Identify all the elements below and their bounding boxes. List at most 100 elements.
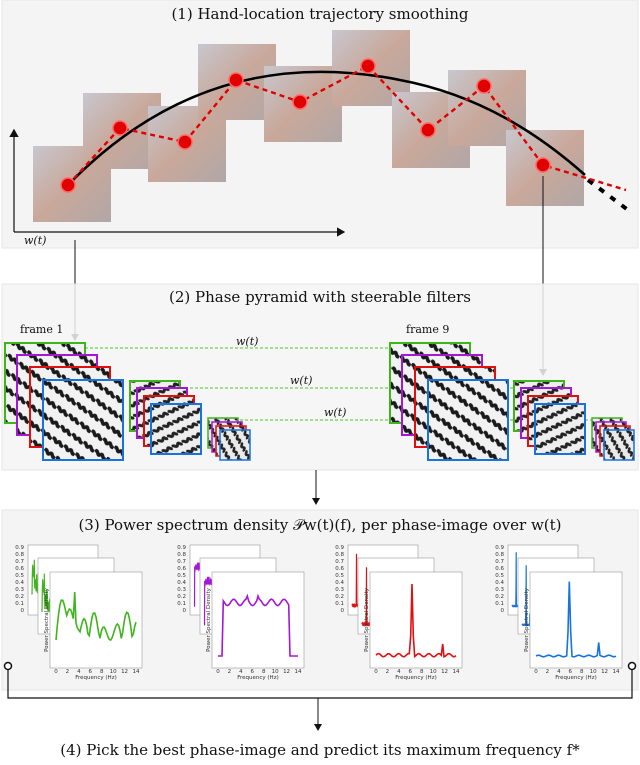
psd-ytick: 0.8 [495, 552, 504, 558]
psd-ytick: 0.3 [177, 587, 186, 593]
psd-ytick: 0.4 [177, 580, 186, 586]
psd-xtick: 12 [283, 669, 290, 675]
bracket-end-right [627, 661, 637, 671]
psd-ytick: 0.9 [177, 545, 186, 551]
psd-ytick: 0.1 [495, 601, 504, 607]
psd-plot-frame [529, 571, 623, 669]
psd-ytick: 0.4 [335, 580, 344, 586]
psd-ytick: 0.1 [15, 601, 24, 607]
psd-xtick: 6 [569, 669, 573, 675]
psd-ytick: 0.2 [495, 594, 504, 600]
psd-ytick: 0.2 [15, 594, 24, 600]
psd-ytick: 0.7 [177, 559, 186, 565]
frame-left-label: frame 1 [20, 323, 63, 336]
panel1-title: (1) Hand-location trajectory smoothing [171, 5, 468, 23]
psd-ytick: 0.3 [335, 587, 344, 593]
trajectory-points [60, 58, 551, 193]
psd-ylabel: Power Spectral Density [206, 587, 212, 651]
phase-image-blue [42, 379, 124, 461]
psd-ytick: 0.3 [495, 587, 504, 593]
psd-xlabel: Frequency (Hz) [237, 675, 278, 681]
psd-curve [218, 593, 298, 657]
psd-ytick: 0.5 [335, 573, 344, 579]
psd-xtick: 14 [613, 669, 620, 675]
axis-label-wt: w(t) [24, 234, 46, 247]
trajectory-point [292, 94, 308, 110]
psd-ytick: 0.6 [495, 566, 504, 572]
psd-xtick: 2 [228, 669, 232, 675]
psd-xtick: 8 [420, 669, 424, 675]
psd-ytick: 0.9 [495, 545, 504, 551]
psd-xtick: 8 [100, 669, 104, 675]
psd-xlabel: Frequency (Hz) [75, 675, 116, 681]
psd-xtick: 4 [397, 669, 401, 675]
wt-label-3: w(t) [324, 406, 346, 419]
psd-xtick: 8 [580, 669, 584, 675]
psd-xtick: 12 [121, 669, 128, 675]
trajectory-point [420, 122, 436, 138]
trajectory-point [60, 177, 76, 193]
panel4-title: (4) Pick the best phase-image and predic… [60, 741, 580, 759]
panel-trajectory: (1) Hand-location trajectory smoothing w… [1, 0, 639, 249]
psd-ytick: 0.7 [335, 559, 344, 565]
phase-image-blue [150, 403, 202, 455]
trajectory-point [177, 134, 193, 150]
phase-image-blue [534, 403, 586, 455]
psd-xtick: 12 [441, 669, 448, 675]
psd-ytick: 0.4 [15, 580, 24, 586]
psd-ytick: 0.8 [177, 552, 186, 558]
psd-ytick: 0.1 [177, 601, 186, 607]
pyramid-frame9 [389, 342, 635, 461]
psd-ytick: 0.6 [15, 566, 24, 572]
psd-ytick: 0.8 [15, 552, 24, 558]
psd-xtick: 10 [590, 669, 597, 675]
psd-xtick: 10 [430, 669, 437, 675]
psd-xtick: 14 [295, 669, 302, 675]
psd-ytick: 0.8 [335, 552, 344, 558]
psd-xtick: 8 [262, 669, 266, 675]
psd-ylabel: Power Spectral Density [44, 587, 50, 651]
phase-image-blue [427, 379, 509, 461]
wt-label-1: w(t) [236, 335, 258, 348]
psd-ytick: 0.5 [177, 573, 186, 579]
panel3-title: (3) Power spectrum density 𝒫w(t)(f), per… [78, 516, 561, 534]
psd-xtick: 2 [546, 669, 550, 675]
psd-xtick: 4 [239, 669, 243, 675]
trajectory-point [360, 58, 376, 74]
psd-plot-frame [369, 571, 463, 669]
bracket-end-left [3, 661, 13, 671]
pyramid-frame1 [4, 342, 251, 461]
psd-xtick: 2 [386, 669, 390, 675]
psd-xtick: 14 [133, 669, 140, 675]
psd-ytick: 0.7 [15, 559, 24, 565]
psd-xtick: 0 [216, 669, 220, 675]
psd-xtick: 14 [453, 669, 460, 675]
psd-ytick: 0.7 [495, 559, 504, 565]
trajectory-point [476, 78, 492, 94]
panel-psd: (3) Power spectrum density 𝒫w(t)(f), per… [1, 509, 639, 691]
trajectory-point [228, 72, 244, 88]
psd-xtick: 10 [272, 669, 279, 675]
psd-ytick: 0 [183, 608, 187, 614]
psd-xtick: 6 [251, 669, 255, 675]
psd-curve [55, 591, 137, 641]
frame-right-label: frame 9 [406, 323, 449, 336]
psd-ytick: 0.6 [177, 566, 186, 572]
psd-ytick: 0 [21, 608, 25, 614]
psd-xtick: 2 [66, 669, 70, 675]
wt-label-2: w(t) [290, 374, 312, 387]
hand-frames [33, 30, 584, 222]
raw-trajectory [67, 64, 627, 192]
psd-ytick: 0 [501, 608, 505, 614]
psd-ytick: 0 [341, 608, 345, 614]
psd-xtick: 4 [77, 669, 81, 675]
